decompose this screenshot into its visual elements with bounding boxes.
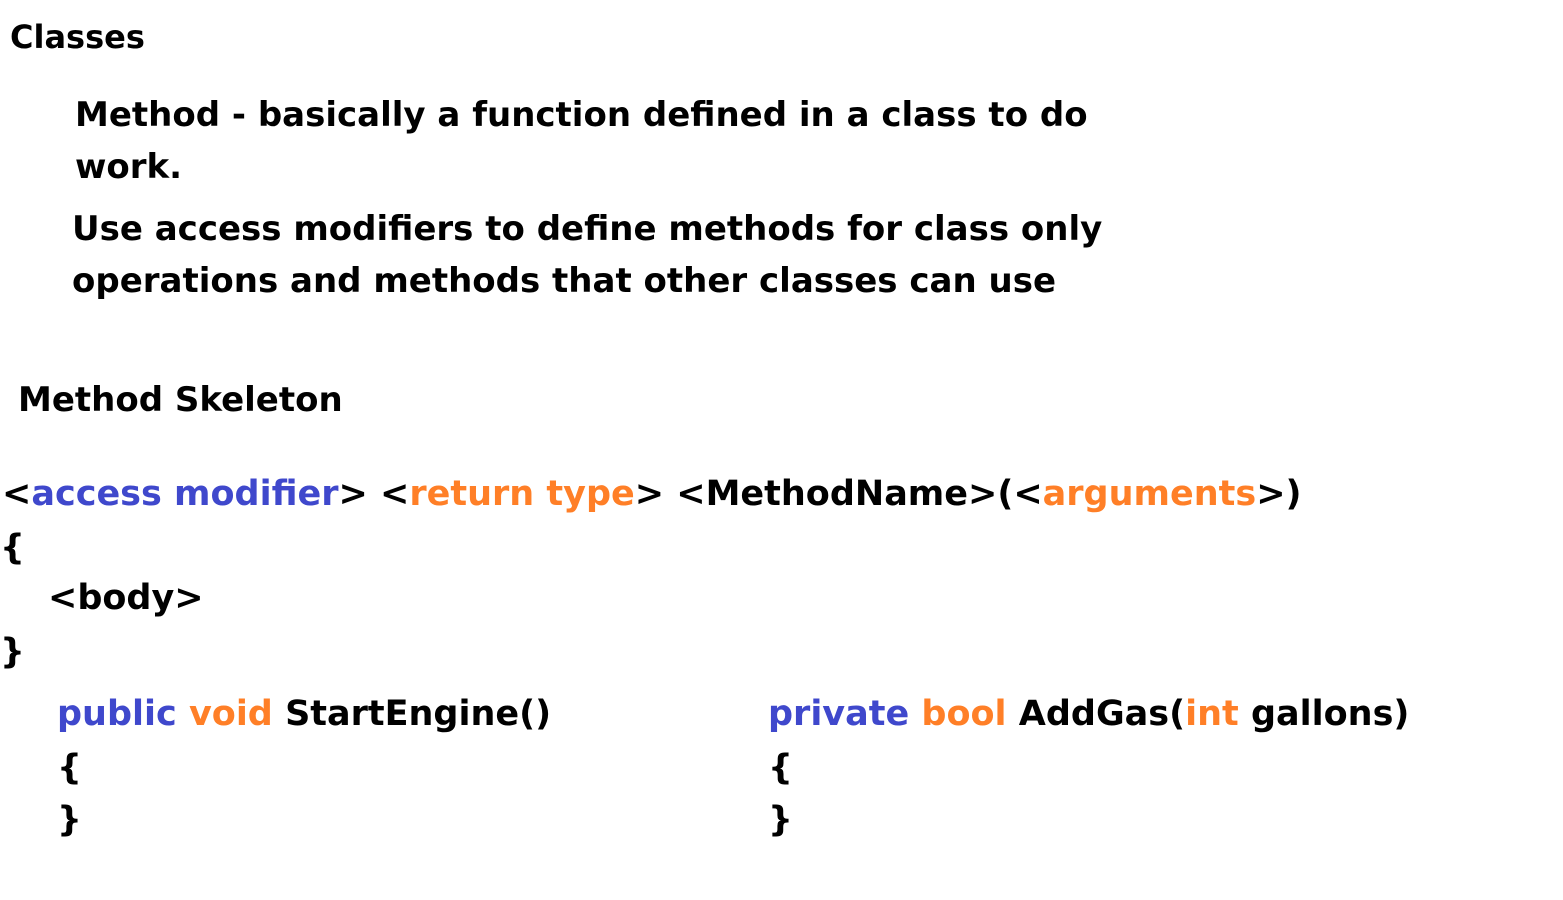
example1-type: void <box>188 694 273 734</box>
skeleton-body: <body> <box>48 578 204 618</box>
example2-close-brace: } <box>768 800 793 840</box>
skeleton-return-type: return type <box>409 474 635 514</box>
example2-param-rest: gallons) <box>1250 694 1410 734</box>
example2-access: private <box>768 694 910 734</box>
definition-line-1: Method - basically a function defined in… <box>75 95 1088 135</box>
skeleton-access-modifier: access modifier <box>31 474 339 514</box>
page-title: Classes <box>10 18 145 56</box>
skeleton-close: >) <box>1256 474 1302 514</box>
example-add-gas-signature: private bool AddGas(int gallons) <box>768 694 1409 734</box>
example2-type: bool <box>921 694 1007 734</box>
skeleton-lt: < <box>2 474 32 514</box>
example1-access: public <box>57 694 177 734</box>
section-title: Method Skeleton <box>18 380 343 420</box>
skeleton-signature: <access modifier> <return type> <MethodN… <box>2 474 1302 514</box>
example1-open-brace: { <box>57 748 82 788</box>
skeleton-arguments: arguments <box>1042 474 1257 514</box>
example1-name: StartEngine() <box>285 694 552 734</box>
example2-name: AddGas( <box>1018 694 1186 734</box>
example2-param-type: int <box>1185 694 1239 734</box>
example1-close-brace: } <box>57 800 82 840</box>
method-definition: Method - basically a function defined in… <box>75 89 1088 193</box>
definition-line-2: work. <box>75 147 183 187</box>
skeleton-method-name: > <MethodName>(< <box>634 474 1043 514</box>
access-note-line-2: operations and methods that other classe… <box>72 261 1057 301</box>
example-start-engine-signature: public void StartEngine() <box>57 694 551 734</box>
access-modifier-note: Use access modifiers to define methods f… <box>72 203 1102 307</box>
example2-open-brace: { <box>768 748 793 788</box>
skeleton-open-brace: { <box>0 528 25 568</box>
skeleton-separator: > < <box>338 474 410 514</box>
skeleton-close-brace: } <box>0 632 25 672</box>
access-note-line-1: Use access modifiers to define methods f… <box>72 209 1103 249</box>
